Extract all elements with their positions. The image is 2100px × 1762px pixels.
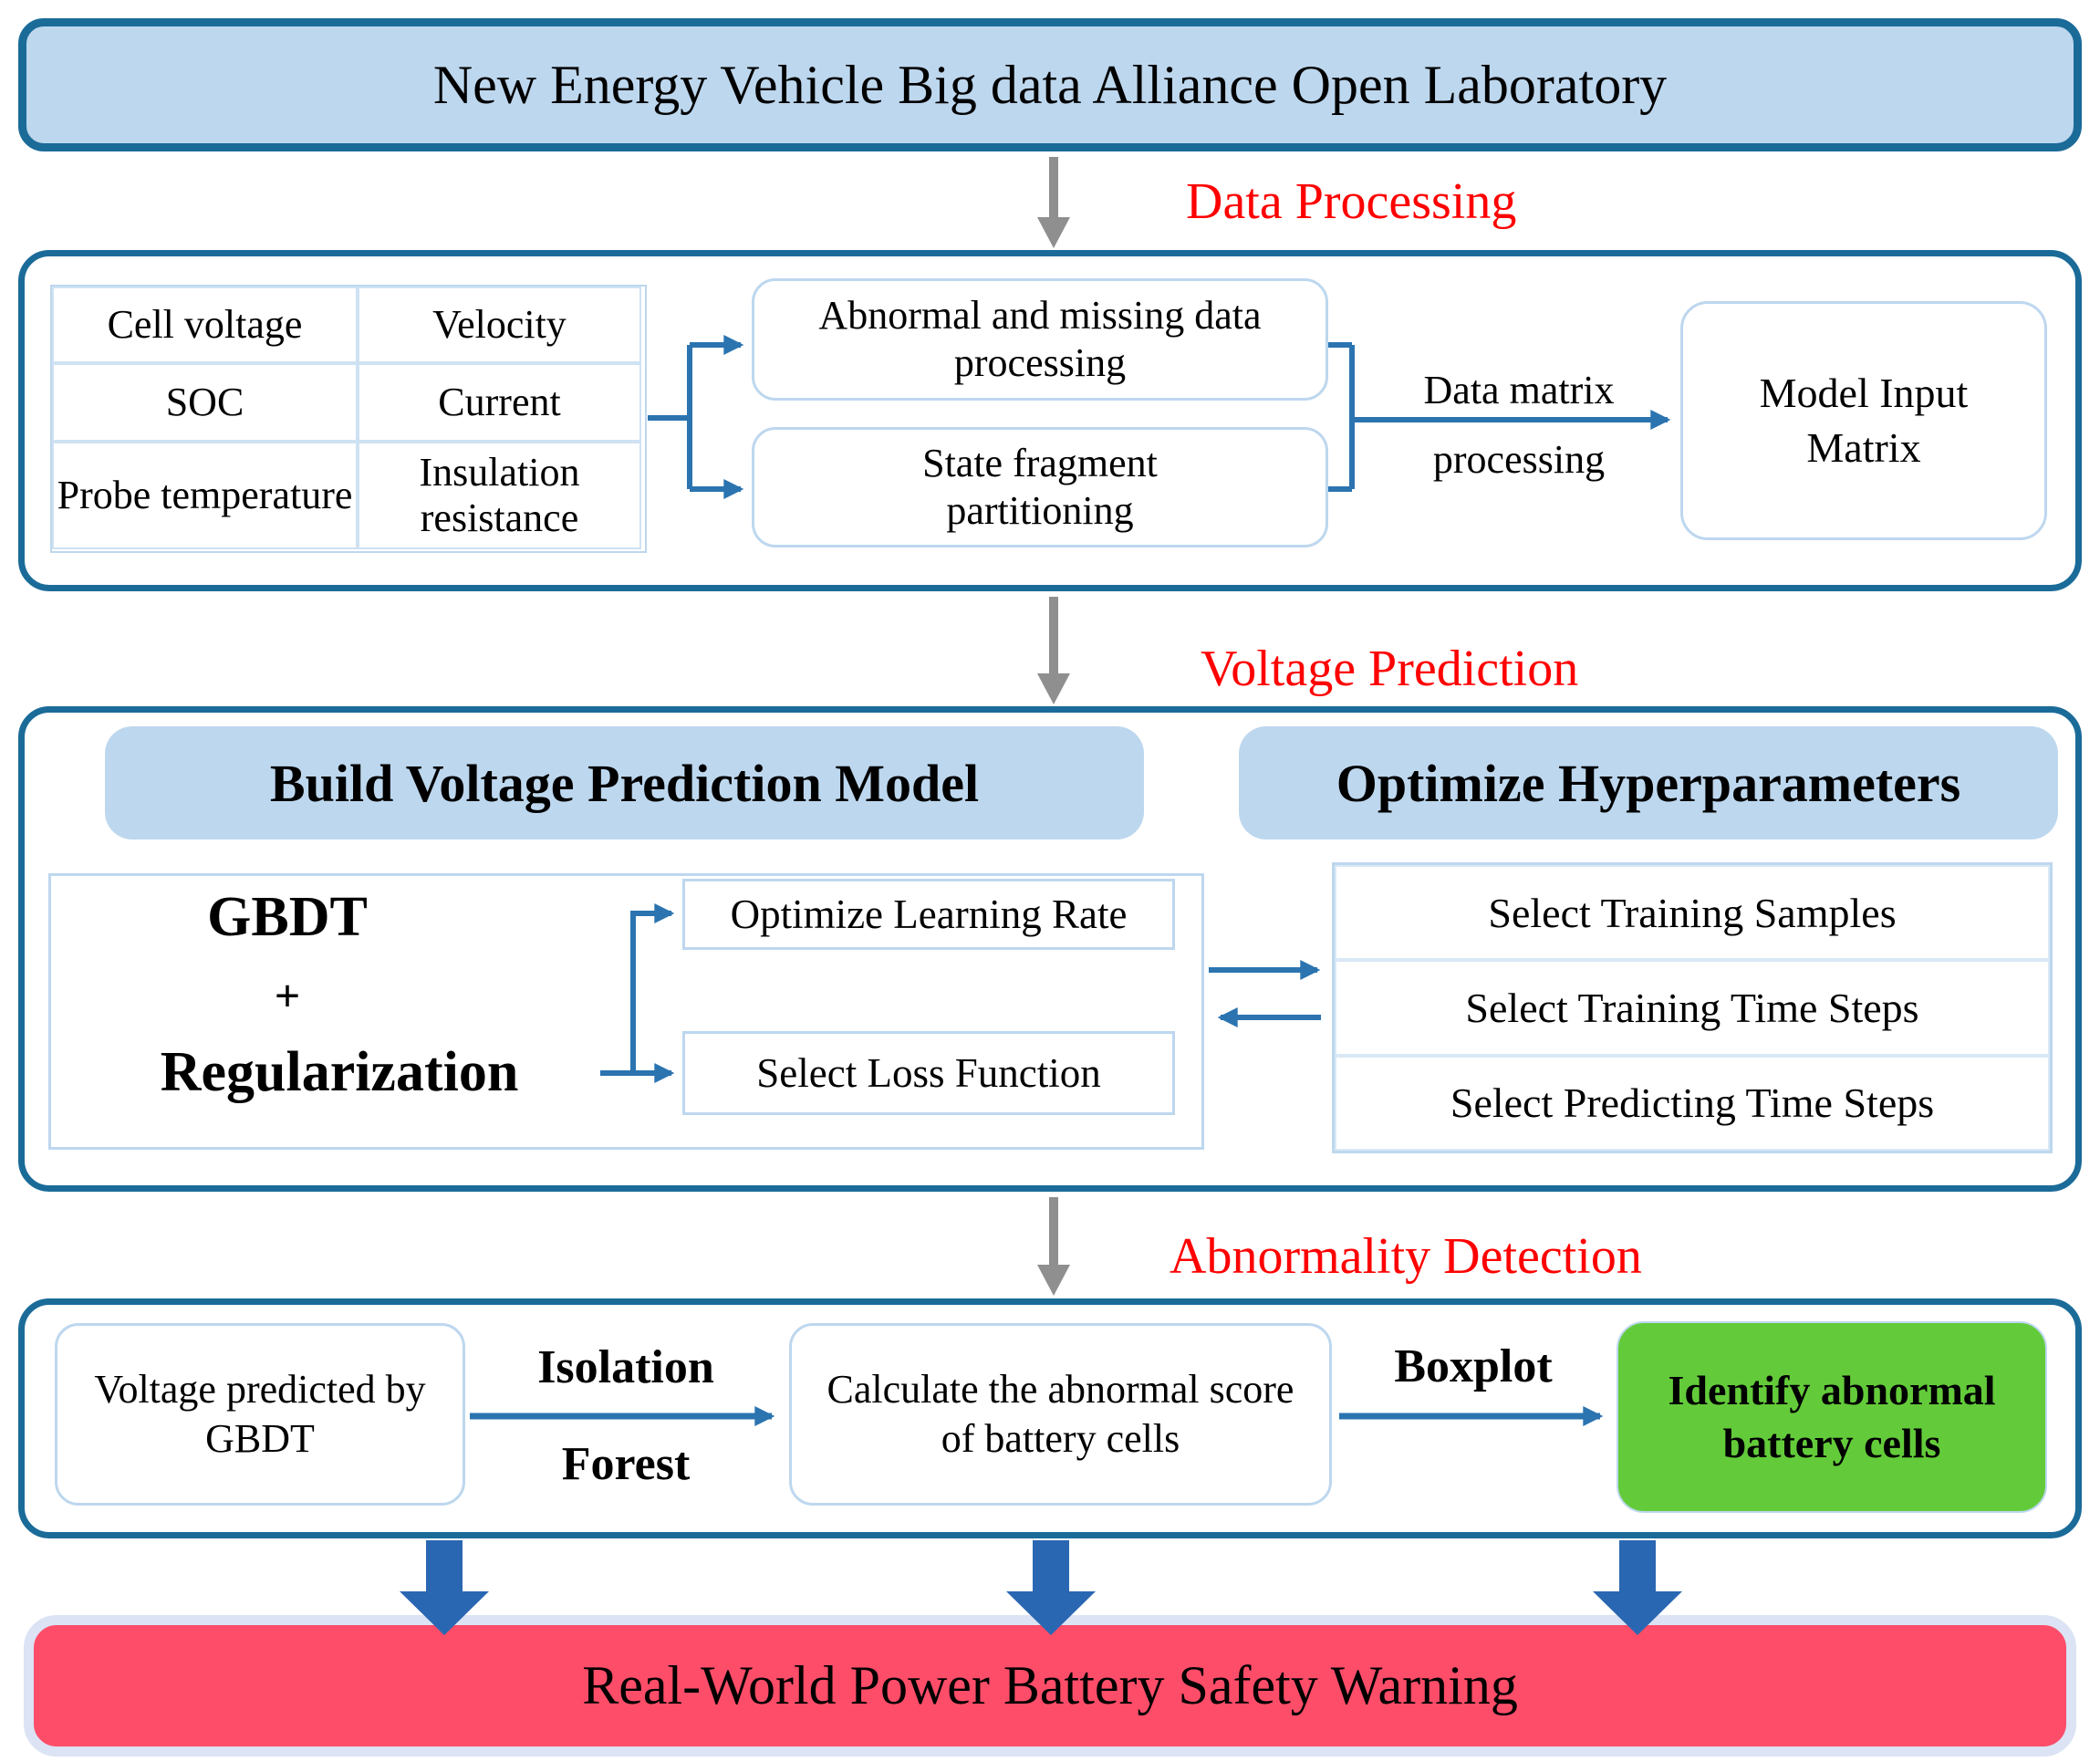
state-fragment-box: State fragment partitioning <box>752 427 1328 547</box>
optimize-hyperparameters-header: Optimize Hyperparameters <box>1239 726 2058 839</box>
gbdt-label: GBDT <box>207 886 368 948</box>
table-cell: Probe temperature <box>52 442 358 549</box>
boxplot-label: Boxplot <box>1394 1340 1553 1392</box>
optimize-learning-rate-box: Optimize Learning Rate <box>682 879 1175 950</box>
title-banner-text: New Energy Vehicle Big data Alliance Ope… <box>432 54 1668 115</box>
signal-parameter-table: Cell voltage Velocity SOC Current Probe … <box>50 285 647 553</box>
table-cell: Cell voltage <box>52 287 358 363</box>
build-model-header: Build Voltage Prediction Model <box>105 726 1144 839</box>
hyper-item: Select Training Time Steps <box>1335 960 2050 1056</box>
table-cell: Velocity <box>358 287 641 363</box>
hyper-item: Select Training Samples <box>1335 865 2050 961</box>
safety-warning-text: Real-World Power Battery Safety Warning <box>582 1655 1518 1715</box>
select-loss-function-box: Select Loss Function <box>682 1031 1175 1115</box>
table-cell: Insulation resistance <box>358 442 641 549</box>
voltage-predicted-box: Voltage predicted by GBDT <box>55 1323 465 1506</box>
table-cell: SOC <box>52 363 358 442</box>
abnormal-score-box: Calculate the abnormal score of battery … <box>789 1323 1332 1506</box>
hyper-item: Select Predicting Time Steps <box>1335 1055 2050 1151</box>
gray-down-arrow-1 <box>1037 157 1070 248</box>
stage-label-data-processing: Data Processing <box>1186 173 1517 230</box>
regularization-label: Regularization <box>160 1041 519 1103</box>
stage-label-abnormality-detection: Abnormality Detection <box>1170 1228 1642 1285</box>
table-cell: Current <box>358 363 641 442</box>
plus-label: + <box>274 970 301 1021</box>
title-banner: New Energy Vehicle Big data Alliance Ope… <box>18 18 2082 151</box>
isolation-forest-label: Isolation Forest <box>537 1341 714 1490</box>
gray-down-arrow-2 <box>1037 597 1070 704</box>
safety-warning-banner: Real-World Power Battery Safety Warning <box>24 1615 2076 1757</box>
gray-down-arrow-3 <box>1037 1197 1070 1296</box>
hyperparameter-steps-box: Select Training Samples Select Training … <box>1332 862 2053 1153</box>
stage-label-voltage-prediction: Voltage Prediction <box>1201 641 1579 697</box>
model-input-matrix-box: Model Input Matrix <box>1680 301 2047 540</box>
data-matrix-processing-label: Data matrix processing <box>1423 368 1615 482</box>
abnormal-missing-data-box: Abnormal and missing data processing <box>752 278 1328 401</box>
identify-abnormal-cells-box: Identify abnormal battery cells <box>1617 1321 2047 1513</box>
